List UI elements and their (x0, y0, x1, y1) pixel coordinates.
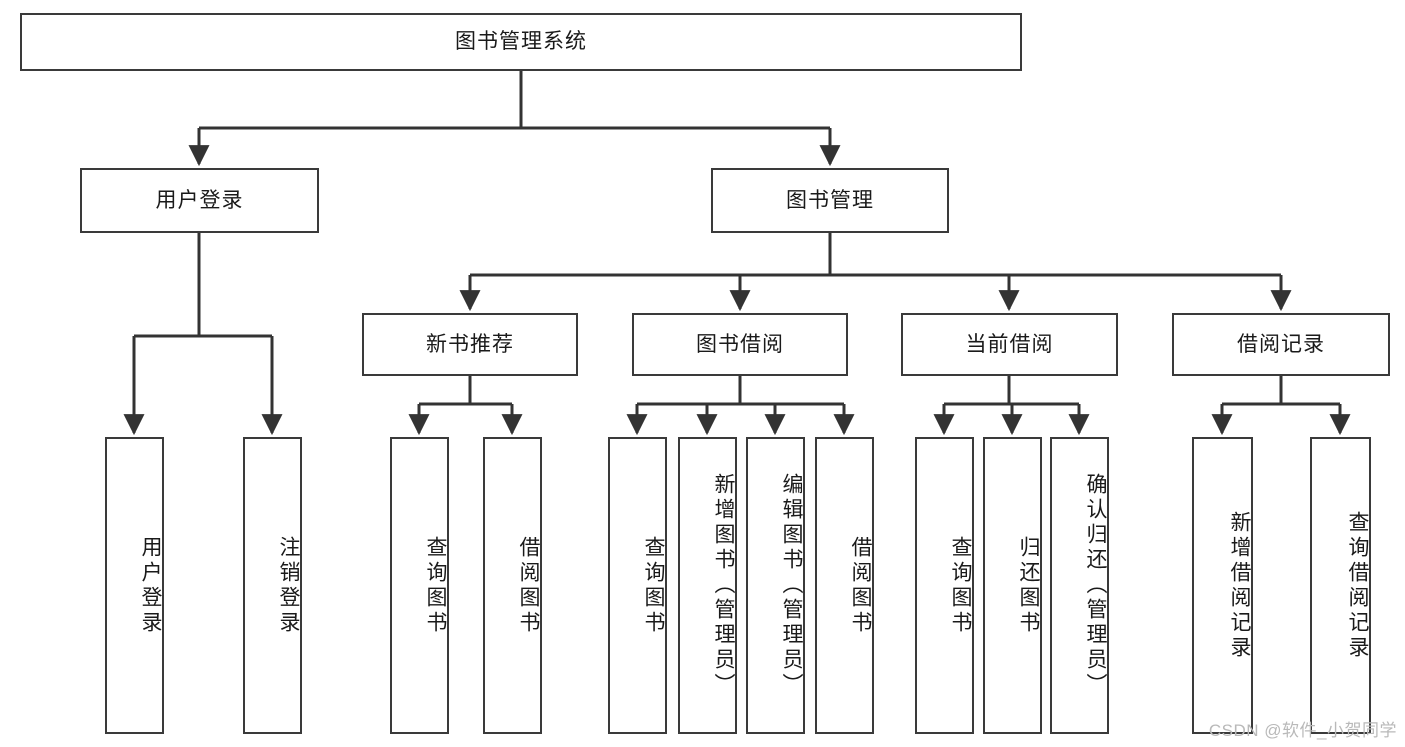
node-book-management[interactable]: 图书管理 (711, 168, 949, 233)
leaf-record-query-borrow-record[interactable]: 查询借阅记录 (1310, 437, 1371, 734)
leaf-current-confirm-return-admin[interactable]: 确认归还（管理员） (1050, 437, 1109, 734)
leaf-user-login-login[interactable]: 用户登录 (105, 437, 164, 734)
node-new-book-recommendation[interactable]: 新书推荐 (362, 313, 578, 376)
node-borrowing-record[interactable]: 借阅记录 (1172, 313, 1390, 376)
leaf-current-return-book[interactable]: 归还图书 (983, 437, 1042, 734)
leaf-record-add-borrow-record[interactable]: 新增借阅记录 (1192, 437, 1253, 734)
leaf-new-book-query-book[interactable]: 查询图书 (390, 437, 449, 734)
leaf-borrow-borrow-book[interactable]: 借阅图书 (815, 437, 874, 734)
node-user-login[interactable]: 用户登录 (80, 168, 319, 233)
leaf-borrow-edit-book-admin[interactable]: 编辑图书（管理员） (746, 437, 805, 734)
node-current-borrowing[interactable]: 当前借阅 (901, 313, 1118, 376)
leaf-user-login-logout[interactable]: 注销登录 (243, 437, 302, 734)
leaf-current-query-book[interactable]: 查询图书 (915, 437, 974, 734)
leaf-borrow-query-book[interactable]: 查询图书 (608, 437, 667, 734)
node-root-book-management-system[interactable]: 图书管理系统 (20, 13, 1022, 71)
leaf-borrow-add-book-admin[interactable]: 新增图书（管理员） (678, 437, 737, 734)
watermark-csdn: CSDN @软件_小贺同学 (1208, 721, 1397, 740)
leaf-new-book-borrow-book[interactable]: 借阅图书 (483, 437, 542, 734)
node-book-borrowing[interactable]: 图书借阅 (632, 313, 848, 376)
